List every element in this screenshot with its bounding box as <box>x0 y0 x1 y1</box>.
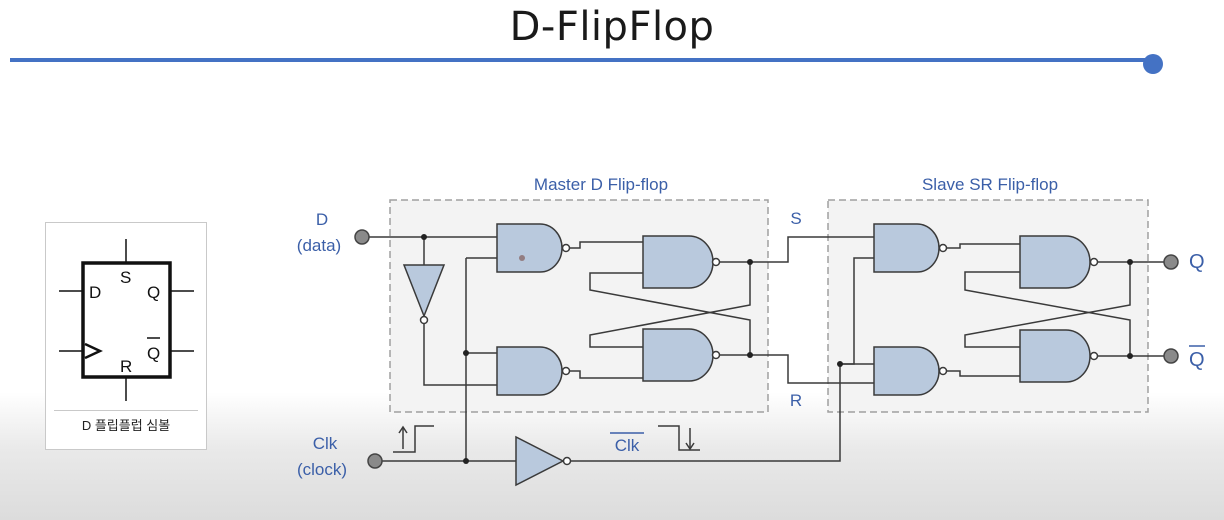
title-rule <box>10 58 1154 62</box>
symbol-clock-triangle <box>84 342 103 360</box>
s-label: S <box>790 209 801 228</box>
q-label: Q <box>1189 251 1205 273</box>
slave-title: Slave SR Flip-flop <box>922 175 1058 194</box>
flipflop-symbol: D S Q Q R <box>59 239 194 401</box>
master-title: Master D Flip-flop <box>534 175 668 194</box>
clk-input-terminal <box>367 453 383 469</box>
qbar-output-terminal <box>1163 348 1179 364</box>
master-nand-top <box>496 223 571 273</box>
slave-nand-top <box>873 223 948 273</box>
data-inverter <box>402 264 446 325</box>
d-input-terminal <box>354 229 370 245</box>
symbol-card: D S Q Q R D 플립플럽 심볼 <box>45 222 207 450</box>
slave-latch-nand-top <box>1019 235 1099 289</box>
symbol-s-label: S <box>120 268 131 287</box>
data-label: (data) <box>297 236 341 255</box>
symbol-caption: D 플립플럽 심볼 <box>54 410 198 441</box>
clk-label: Clk <box>313 434 338 453</box>
clock-inverter <box>515 435 572 487</box>
symbol-qbar-label: Q <box>147 344 160 363</box>
master-nand-bottom <box>496 346 571 396</box>
title-rule-dot <box>1143 54 1163 74</box>
cursor-dot <box>519 255 525 261</box>
slave-nand-bottom <box>873 346 948 396</box>
master-box <box>389 199 769 413</box>
q-output-terminal <box>1163 254 1179 270</box>
symbol-r-label: R <box>120 357 132 376</box>
clk-bar-label: Clk <box>615 436 640 455</box>
r-label: R <box>790 391 802 410</box>
master-latch-nand-bottom <box>642 328 721 382</box>
symbol-q-label: Q <box>147 283 160 302</box>
q-bar-label: Q <box>1189 349 1205 371</box>
slide-title: D-FlipFlop <box>509 4 715 50</box>
falling-edge-icon <box>658 425 700 451</box>
rising-edge-icon <box>393 425 434 453</box>
slave-latch-nand-bottom <box>1019 329 1099 383</box>
junction-dots <box>421 234 1133 464</box>
clock-label: (clock) <box>297 460 347 479</box>
master-latch-nand-top <box>642 235 721 289</box>
d-label: D <box>316 210 328 229</box>
symbol-d-label: D <box>89 283 101 302</box>
